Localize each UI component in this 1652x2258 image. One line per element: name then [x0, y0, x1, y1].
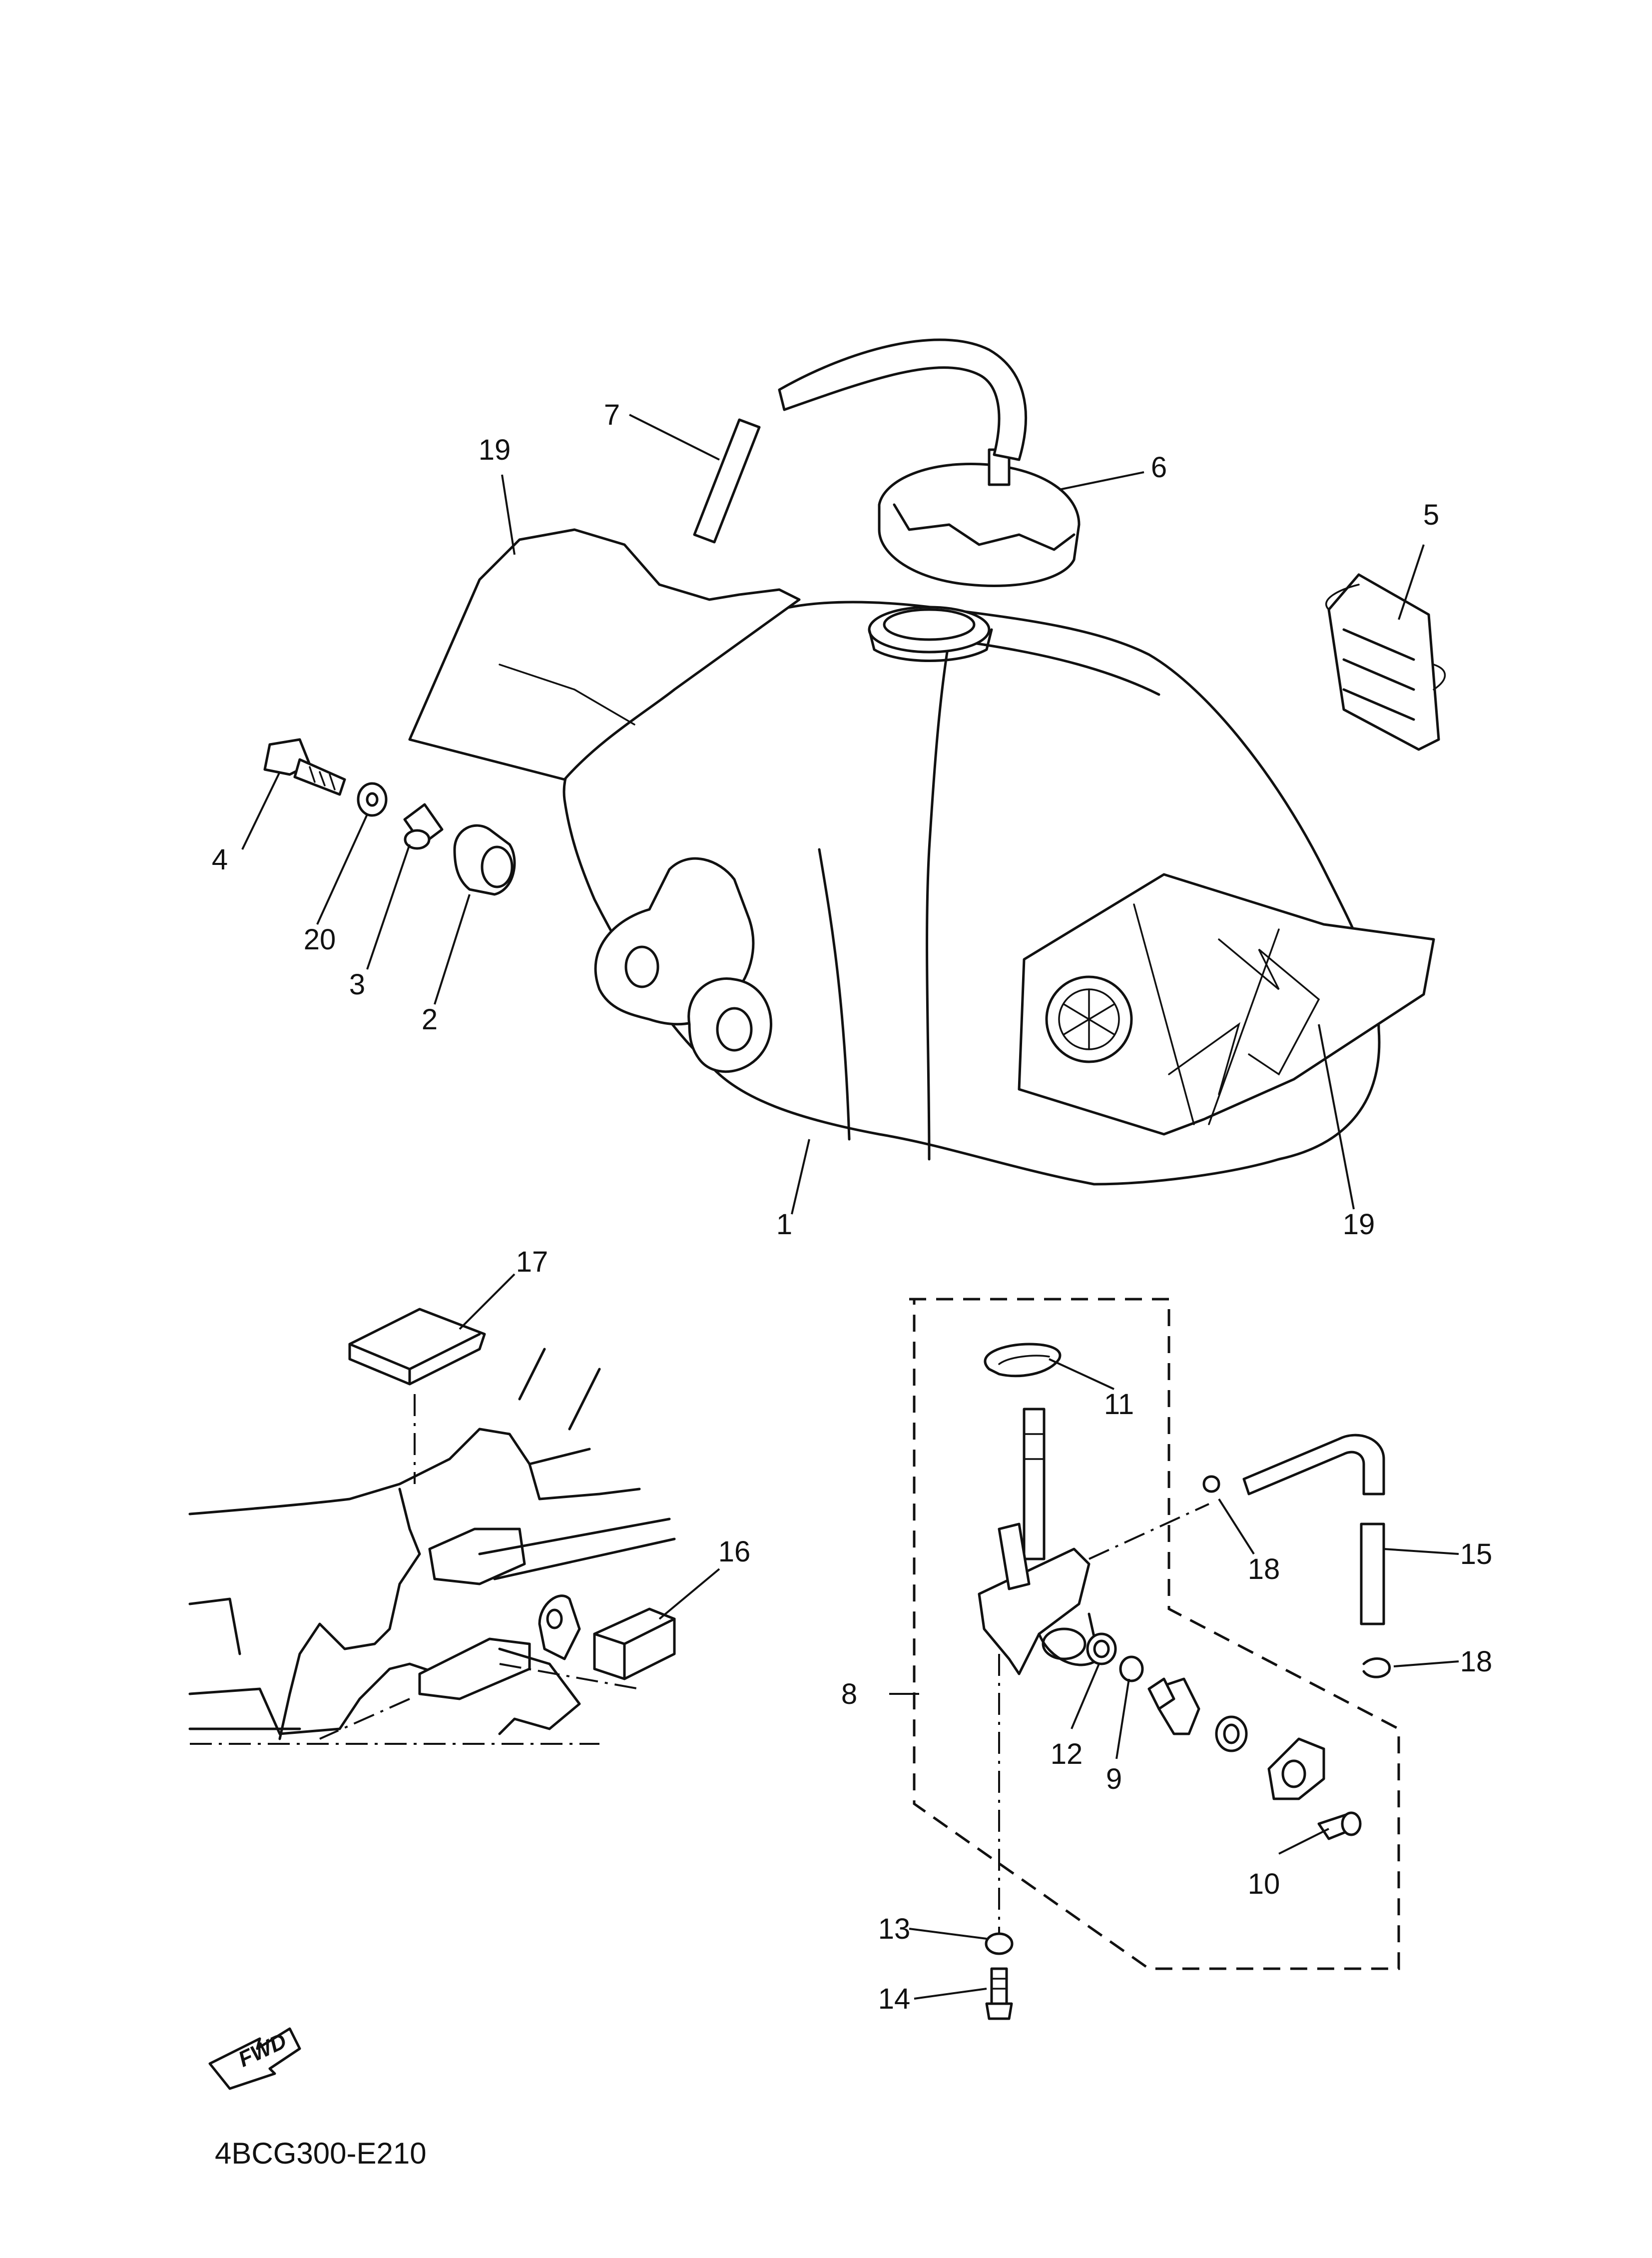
callout-15: 15 — [1460, 1538, 1493, 1570]
fuel-tank — [408, 528, 1435, 1186]
gasket-11 — [984, 1343, 1062, 1378]
callout-14: 14 — [878, 1983, 911, 2015]
callout-13: 13 — [878, 1913, 911, 1945]
callout-6: 6 — [1151, 451, 1167, 484]
callout-labels: 1 2 3 4 5 6 7 8 9 10 11 12 13 14 15 16 1… — [212, 399, 1492, 2015]
callout-11: 11 — [1104, 1388, 1134, 1421]
callout-20: 20 — [304, 923, 336, 956]
frame-detail — [188, 1348, 676, 1745]
diagram-code: 4BCG300-E210 — [215, 2137, 427, 2170]
callout-16: 16 — [718, 1535, 751, 1568]
breather-hose — [693, 338, 1027, 544]
callout-3: 3 — [349, 968, 365, 1001]
hose-clip-18b — [1362, 1657, 1391, 1678]
callout-10: 10 — [1248, 1868, 1280, 1900]
nut-13 — [985, 1932, 1014, 1955]
tank-emblem-plate — [1325, 573, 1446, 751]
callout-9: 9 — [1106, 1763, 1122, 1795]
callout-5: 5 — [1423, 499, 1439, 531]
callout-17: 17 — [516, 1246, 549, 1278]
callout-19-left: 19 — [479, 434, 511, 466]
callout-18-top: 18 — [1248, 1553, 1280, 1585]
callout-8: 8 — [841, 1678, 857, 1710]
fuel-hose — [1242, 1434, 1385, 1625]
mounting-hardware — [263, 738, 516, 896]
callout-19-right: 19 — [1343, 1208, 1375, 1241]
callout-12: 12 — [1051, 1738, 1083, 1770]
fuel-cock-assembly — [909, 1298, 1400, 1970]
callout-2: 2 — [422, 1003, 438, 1036]
callout-leaders — [241, 414, 1459, 2000]
damper-16 — [593, 1607, 676, 1680]
pad-17 — [348, 1308, 486, 1386]
callout-18-bottom: 18 — [1460, 1645, 1493, 1678]
hose-clip-18a — [1202, 1475, 1220, 1493]
callout-4: 4 — [212, 843, 228, 876]
callout-1: 1 — [776, 1208, 792, 1241]
callout-7: 7 — [604, 399, 620, 431]
fuel-cap — [878, 448, 1081, 588]
bolt-14 — [985, 1967, 1013, 2020]
fwd-arrow: FWD — [208, 2027, 301, 2090]
